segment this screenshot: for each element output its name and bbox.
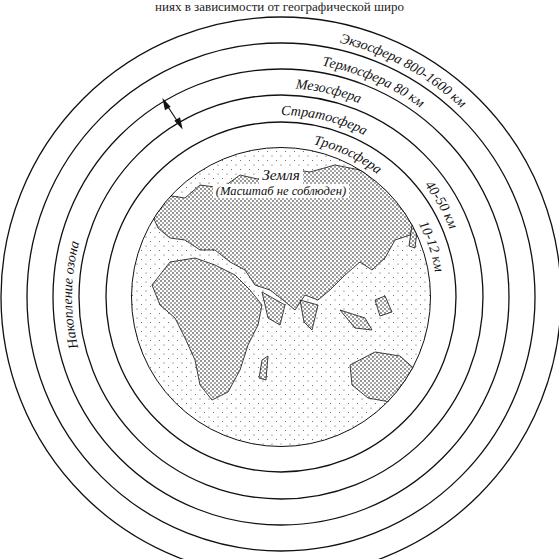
scale-note: (Масштаб не соблюден) — [213, 184, 349, 198]
layer-label: Тропосфера — [313, 133, 385, 177]
globe — [131, 147, 431, 447]
height-label: 10-12 км — [416, 218, 447, 273]
globe-name: Земля — [259, 166, 303, 184]
layer-label: Стратосфера — [281, 103, 370, 138]
layer-label: Термосфера 80 км — [321, 54, 427, 111]
ozone-label: Накопление озона — [60, 239, 82, 351]
page-text-fragment: ниях в зависимости от географической шир… — [0, 0, 559, 14]
earth-globe: Земля(Масштаб не соблюден) — [131, 147, 431, 447]
layer-circles — [1, 17, 559, 559]
globe-text-block: Земля(Масштаб не соблюден) — [132, 166, 430, 198]
ozone-arrow — [163, 100, 181, 128]
layer-label: Мезосфера — [294, 76, 363, 106]
